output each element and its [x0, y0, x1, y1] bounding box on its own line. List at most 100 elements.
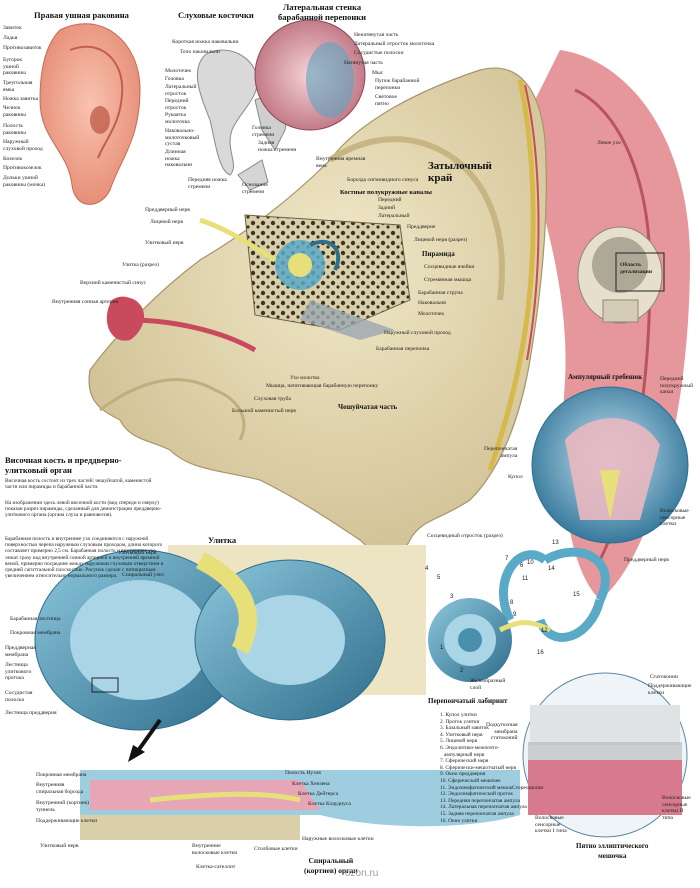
ossicle-label-1: Тело наковальни: [180, 49, 220, 55]
ossicle-label-10: Головка стремени: [252, 125, 275, 138]
labyrinth-item: 8. Сферически-мешотчатый нерв: [440, 764, 517, 771]
bone-label-sigmoid: Борозда сигмовидного синуса: [347, 177, 419, 183]
labyrinth-item: 2. Проток улитки: [440, 718, 480, 725]
bone-label-external-meatus: Наружный слуховой проход: [384, 330, 451, 336]
ampullary-label-ampulla: Перепончатая ампула: [484, 446, 518, 459]
labyrinth-item: 5. Лицевой нерв: [440, 738, 478, 745]
bone-label-mastoid-cells: Сосцевидные ячейки: [424, 264, 475, 270]
cochlea-label-stria: Сосудистая полоска: [5, 690, 33, 703]
labyrinth-item: 7. Сферический нерв: [440, 758, 489, 765]
area-box-label: Область детализации: [620, 262, 653, 275]
macula-label-type1: Волосковые сенсорные клетки I типа: [535, 815, 567, 834]
labyrinth-num-12: 12: [541, 628, 548, 634]
tympanic-label-1: Латеральный отросток молоточка: [354, 41, 435, 47]
ear-label-lobule: Дольки ушной раковины (мочка): [3, 175, 46, 188]
macula-label-membrane: Подкуполная мембрана статоконий: [486, 722, 518, 741]
watermark: ozon.ru: [345, 868, 379, 879]
ossicle-label-0: Короткая ножка наковальни: [172, 39, 239, 45]
bone-label-chorda: Барабанная струна: [418, 290, 463, 296]
labyrinth-num-14: 14: [548, 566, 555, 572]
label-left-ear: Левое ухо: [597, 140, 621, 146]
spiral-label-nuel: Полость Нуэля: [285, 770, 321, 776]
title-occipital-edge: Затылочный край: [428, 160, 492, 184]
ossicle-label-3: Головка: [165, 76, 184, 82]
ear-label-cymba: Челнок раковины: [3, 105, 26, 118]
title-temporal-bone: Височная кость и преддверно- улитковый о…: [5, 455, 122, 475]
bone-label-ear-hammer: Ухо молотка: [290, 375, 320, 381]
bone-label-anterior: Передний: [378, 197, 402, 203]
labyrinth-num-6: 6: [520, 563, 524, 569]
labyrinth-num-3: 3: [450, 594, 454, 600]
temporal-text-1: Височная кость состоит из трех частей: ч…: [5, 478, 152, 491]
labyrinth-item: 1. Купол улитки: [440, 712, 477, 718]
bone-label-auditory-tube: Слуховая труба: [254, 396, 292, 402]
title-ossicles: Слуховые косточки: [178, 10, 254, 20]
labyrinth-item: 12. Эндолимфатический проток: [440, 791, 514, 798]
bone-label-petrosal-sinus: Верхний каменистый синус: [80, 280, 147, 286]
labyrinth-num-2: 2: [460, 668, 464, 674]
ear-label-antihelix: Противозавиток: [3, 45, 42, 51]
ossicle-label-2: Молоточек: [165, 68, 192, 74]
title-cochlea: Улитка: [208, 535, 237, 545]
ear-label-meatus: Наружный слуховой проход: [3, 139, 43, 152]
ossicle-label-11: Задняя ножка стремени: [258, 140, 297, 153]
labyrinth-num-13: 13: [552, 540, 559, 546]
tympanic-label-6: Световое пятно: [375, 94, 397, 107]
spiral-label-nerve: Улитковый нерв: [40, 843, 79, 849]
label-mastoid-process: Сосцевидный отросток (разрез): [427, 533, 503, 539]
cochlea-label-scala-vestibuli: Лестница преддверия: [5, 710, 57, 716]
spiral-label-tunnel: Внутренний (кортиев) туннель: [36, 800, 89, 813]
labyrinth-num-1: 1: [440, 645, 444, 651]
macula-label-type2: Волосковые сенсорные клетки II типа: [662, 795, 691, 821]
tympanic-label-5: Пупок барабанной перепонки: [375, 78, 420, 91]
labyrinth-num-5: 5: [437, 575, 441, 581]
labyrinth-num-4: 4: [425, 566, 429, 572]
temporal-text-3: Барабанная полость и внутреннее ухо соед…: [5, 536, 164, 580]
ear-label-antitragus: Противокозелок: [3, 165, 42, 171]
ossicle-label-12: Основание стремени: [242, 182, 268, 195]
bone-label-cochlea-cut: Улитка (разрез): [122, 262, 159, 268]
cochlea-label-tectorial: Покровная мембрана: [10, 630, 61, 636]
macula-label-statoconia: Статоконии: [650, 674, 678, 680]
labyrinth-label-gel: Желеобразный слой: [470, 678, 506, 691]
ear-label-helix: Завиток: [3, 25, 22, 31]
labyrinth-item: 15. Задняя перепончатая ампула: [440, 810, 514, 817]
labyrinth-item: 16. Окно улитки: [440, 817, 478, 824]
spiral-label-hensen: Клетка Хензена: [292, 781, 330, 787]
title-membranous-labyrinth: Перепончатый лабиринт: [428, 697, 508, 705]
ampullary-label-hair-cells: Волосковые сенсорные клетки: [660, 508, 689, 527]
tympanic-label-0: Ненатянутая часть: [354, 32, 399, 38]
bone-label-cochlear-nerve: Улитковый нерв: [145, 240, 184, 246]
cochlea-label-spiral-ganglion: Спиральный узел: [122, 572, 164, 578]
spiral-label-inner-hair: Внутренние волосковые клетки: [192, 843, 238, 856]
labyrinth-item: 10. Сферический мешочек: [440, 777, 501, 784]
ossicle-label-6: Рукоятка молоточка: [165, 112, 190, 125]
ossicle-label-5: Передний отросток: [165, 98, 189, 111]
labyrinth-num-10: 10: [527, 560, 534, 566]
title-spiral-organ: Спиральный (кортиев) орган: [304, 856, 358, 875]
labyrinth-item: 14. Латеральная перепончатая ампула: [440, 804, 527, 811]
bone-label-incus: Наковальня: [418, 300, 446, 306]
title-outer-ear: Правая ушная раковина: [34, 10, 129, 20]
cochlea-label-nerve: Улитковый нерв: [118, 550, 157, 556]
bone-label-jugular: Внутренняя яремная вена: [316, 156, 366, 169]
bone-label-tympanic-membrane: Барабанная перепонка: [376, 346, 430, 352]
temporal-text-2: На изображении здесь левой височной кост…: [5, 500, 162, 519]
ear-label-concha: Полость раковины: [3, 123, 26, 136]
ampullary-label-cupula: Купол: [508, 474, 523, 480]
labyrinth-item: 13. Передняя перепончатая ампула: [440, 797, 520, 804]
ear-label-scapha: Ладья: [3, 35, 18, 41]
cochlea-label-scala-tympani: Барабанная лестница: [10, 616, 61, 622]
title-bony-canals: Костные полукружные каналы: [340, 189, 433, 196]
bone-label-lateral: Латеральный: [378, 213, 410, 219]
labyrinth-item: 11. Эндолимфатический мешок: [440, 784, 513, 791]
tympanic-label-3: Натянутая часть: [344, 60, 383, 66]
ear-label-tragus: Козелок: [3, 156, 23, 162]
macula-label-stereocilia: Стереоцилии: [512, 785, 544, 791]
cochlea-label-duct: Лестница улиткового протока: [5, 662, 32, 681]
title-ampullary-crest: Ампулярный гребешок: [568, 373, 643, 381]
bone-label-carotid: Внутренняя сонная артерия: [52, 299, 119, 305]
labyrinth-num-11: 11: [522, 576, 529, 582]
labyrinth-num-8: 8: [510, 600, 514, 606]
